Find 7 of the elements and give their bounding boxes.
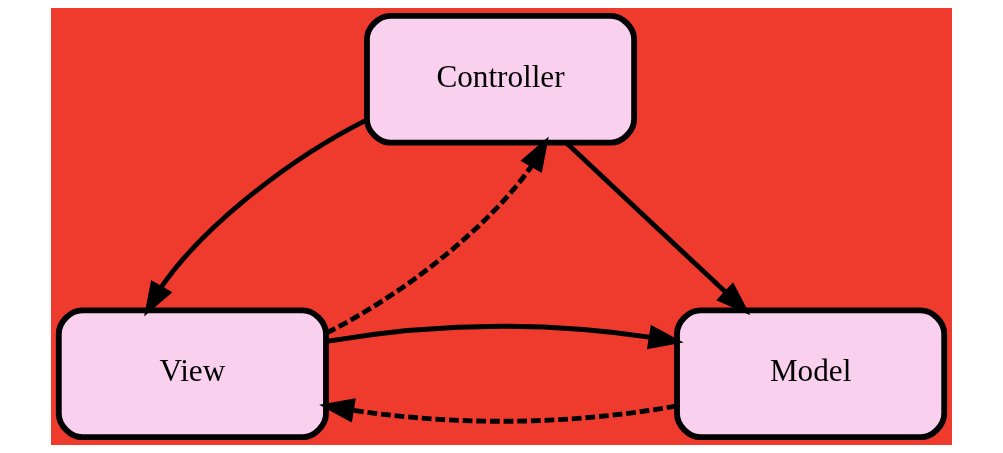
- node-box: View: [55, 307, 329, 441]
- node-box: Model: [674, 307, 948, 441]
- node-box: Controller: [364, 12, 638, 146]
- arrow: [144, 117, 368, 317]
- arrow: [325, 136, 549, 336]
- arrow: [326, 323, 684, 350]
- arrow: [319, 398, 677, 424]
